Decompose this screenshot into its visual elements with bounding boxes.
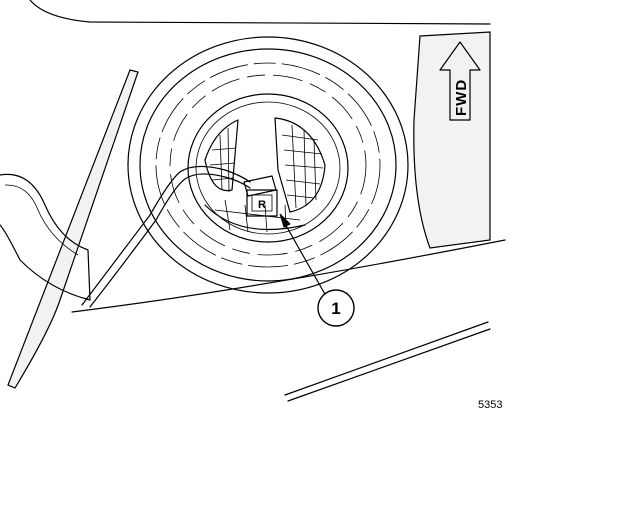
left-pillar xyxy=(7,69,139,389)
wiring-harness xyxy=(81,165,251,308)
left-bracket-inner xyxy=(4,184,79,256)
upper-panel-edge xyxy=(29,0,491,25)
lower-trim-line-1 xyxy=(284,321,489,396)
figure-number: 5353 xyxy=(478,399,502,411)
lower-panel-edge xyxy=(71,239,506,313)
fwd-label: FWD xyxy=(453,79,470,116)
callout-number: 1 xyxy=(331,299,340,318)
lamp-housing xyxy=(127,36,409,294)
lower-trim-line-2 xyxy=(287,328,491,402)
callout-leader xyxy=(279,213,327,297)
connector-letter: R xyxy=(258,199,266,211)
electrical-connector: R xyxy=(243,175,278,217)
bulb-socket xyxy=(204,117,326,233)
callout-1: 1 xyxy=(317,289,355,327)
right-body-panel xyxy=(413,31,491,249)
fwd-arrow-icon: FWD xyxy=(439,41,481,121)
left-bracket xyxy=(0,173,91,301)
